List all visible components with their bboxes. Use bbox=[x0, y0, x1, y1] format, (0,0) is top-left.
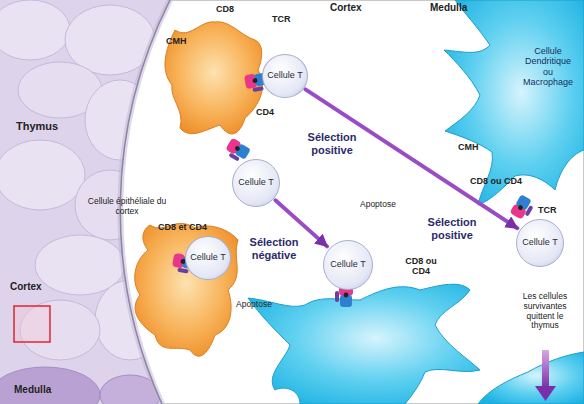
molecule-label: CMH bbox=[166, 36, 187, 46]
region-label: Thymus bbox=[16, 120, 58, 133]
molecule-label: TCR bbox=[272, 14, 291, 24]
cell-label: Cellule épithéliale du cortex bbox=[81, 197, 173, 217]
cell-name: Cellule T bbox=[522, 238, 557, 248]
dendritic-cell bbox=[478, 352, 584, 404]
process-label: Sélection négative bbox=[238, 236, 310, 261]
fate-label: Apoptose bbox=[236, 300, 272, 310]
molecule-label: TCR bbox=[538, 205, 557, 215]
dendritic-cell bbox=[248, 284, 480, 404]
t-cell: Cellule T bbox=[262, 54, 307, 98]
cell-label: Cellule Dendritique ou Macrophage bbox=[520, 46, 576, 87]
process-label: Sélection positive bbox=[416, 216, 488, 241]
lobule bbox=[0, 0, 70, 60]
lobule bbox=[85, 80, 155, 160]
exit-arrowhead bbox=[535, 386, 556, 401]
cell-name: Cellule T bbox=[267, 71, 302, 81]
selection-arrow bbox=[305, 89, 517, 228]
exit-arrow bbox=[542, 350, 549, 388]
cell-name: Cellule T bbox=[330, 260, 365, 270]
molecule-label: CD8 ou CD4 bbox=[405, 256, 437, 277]
molecule-label: CD8 et CD4 bbox=[158, 222, 207, 232]
cell-name: Cellule T bbox=[238, 178, 273, 188]
thymus-tissue bbox=[0, 0, 180, 404]
receptor-complex bbox=[509, 194, 536, 222]
t-cell: Cellule T bbox=[185, 236, 230, 280]
dendritic-cell bbox=[444, 0, 584, 205]
epithelial-cell bbox=[135, 223, 238, 356]
t-cell: Cellule T bbox=[323, 240, 373, 290]
molecule-label: CD8 ou CD4 bbox=[470, 176, 522, 186]
cell-name: Cellule T bbox=[190, 253, 225, 263]
lobule bbox=[0, 140, 85, 210]
note-label: Les cellules survivantes quittent le thy… bbox=[516, 292, 574, 331]
region-label: Cortex bbox=[10, 281, 42, 293]
medulla-region bbox=[0, 367, 100, 404]
molecule-label: CD4 bbox=[256, 107, 274, 117]
t-cell: Cellule T bbox=[516, 219, 564, 267]
region-label: Medulla bbox=[14, 384, 51, 396]
region-label: Medulla bbox=[430, 2, 467, 14]
zoom-square bbox=[14, 306, 50, 342]
molecule-label: CMH bbox=[458, 142, 479, 152]
process-label: Sélection positive bbox=[296, 131, 368, 156]
t-cell: Cellule T bbox=[232, 159, 280, 207]
molecule-label: CD8 bbox=[216, 4, 234, 14]
region-label: Cortex bbox=[330, 2, 362, 14]
fate-label: Apoptose bbox=[360, 200, 396, 210]
